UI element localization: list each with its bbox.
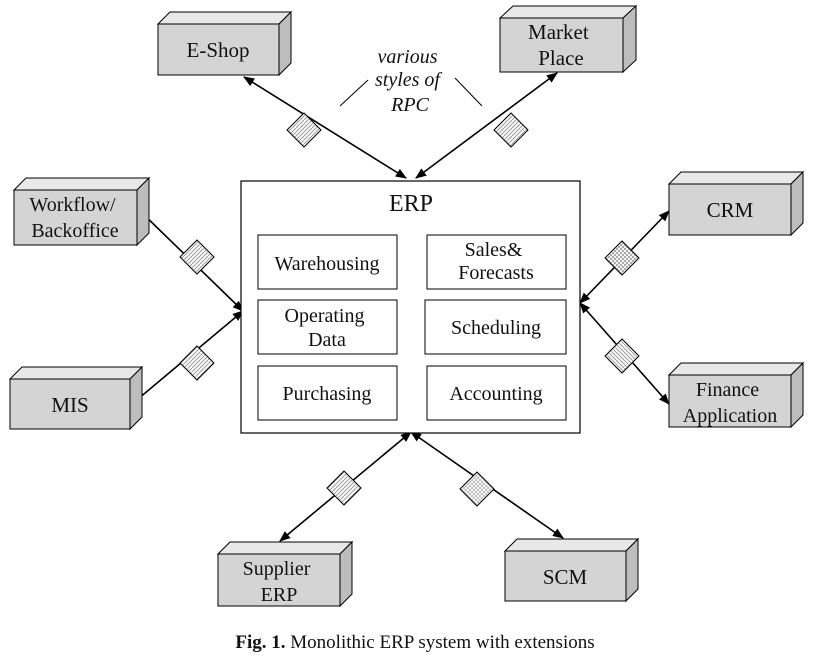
connectors xyxy=(131,72,670,542)
system-scm-label: SCM xyxy=(543,565,588,589)
system-finance-application: Finance Application xyxy=(667,361,805,429)
module-operating-data: Operating Data xyxy=(257,299,398,355)
rpc-diamond-crm xyxy=(604,240,640,276)
rpc-diamond-eshop xyxy=(286,112,322,148)
module-sales-forecasts-label: Sales& Forecasts xyxy=(458,239,534,284)
module-purchasing: Purchasing xyxy=(257,365,398,421)
connector-eshop xyxy=(243,76,407,179)
system-crm-label: CRM xyxy=(707,198,754,222)
system-eshop-label: E-Shop xyxy=(187,38,250,62)
rpc-diamond-finance xyxy=(604,338,640,374)
system-mis: MIS xyxy=(8,365,144,431)
system-market-place: Market Place xyxy=(498,4,638,74)
module-scheduling: Scheduling xyxy=(424,299,567,355)
system-workflow-backoffice: Workflow/ Backoffice xyxy=(12,176,151,247)
system-finance-application-label: Finance Application xyxy=(683,379,777,427)
system-crm: CRM xyxy=(667,170,805,237)
rpc-annotation: various styles of RPC xyxy=(339,46,483,116)
module-sales-forecasts: Sales& Forecasts xyxy=(426,234,567,290)
rpc-annotation-label: various styles of RPC xyxy=(375,46,445,116)
connector-market-place xyxy=(415,72,558,179)
erp-box: ERP Warehousing Sales& Forecasts Operati… xyxy=(240,180,581,434)
system-market-place-label: Market Place xyxy=(528,20,594,70)
rpc-diamond-market-place xyxy=(493,112,529,148)
rpc-diamond-mis xyxy=(179,345,215,381)
system-supplier-erp: Supplier ERP xyxy=(216,540,354,608)
module-accounting: Accounting xyxy=(426,365,567,421)
figure-caption-text: Monolithic ERP system with extensions xyxy=(286,632,595,653)
module-warehousing: Warehousing xyxy=(257,234,398,290)
figure-caption-label: Fig. 1. xyxy=(235,632,285,653)
module-accounting-label: Accounting xyxy=(449,383,542,405)
figure-caption: Fig. 1. Monolithic ERP system with exten… xyxy=(235,632,594,653)
rpc-diamond-scm xyxy=(459,471,495,507)
module-warehousing-label: Warehousing xyxy=(274,253,379,275)
module-operating-data-label: Operating Data xyxy=(285,305,370,351)
system-scm: SCM xyxy=(503,537,640,603)
system-mis-label: MIS xyxy=(51,393,88,417)
rpc-diamond-supplier xyxy=(326,470,362,506)
erp-title: ERP xyxy=(389,191,433,217)
system-supplier-erp-label: Supplier ERP xyxy=(243,558,316,606)
module-purchasing-label: Purchasing xyxy=(283,383,372,405)
system-eshop: E-Shop xyxy=(156,10,293,77)
rpc-diamond-workflow xyxy=(179,239,215,275)
module-scheduling-label: Scheduling xyxy=(451,317,541,339)
system-workflow-backoffice-label: Workflow/ Backoffice xyxy=(29,194,120,242)
